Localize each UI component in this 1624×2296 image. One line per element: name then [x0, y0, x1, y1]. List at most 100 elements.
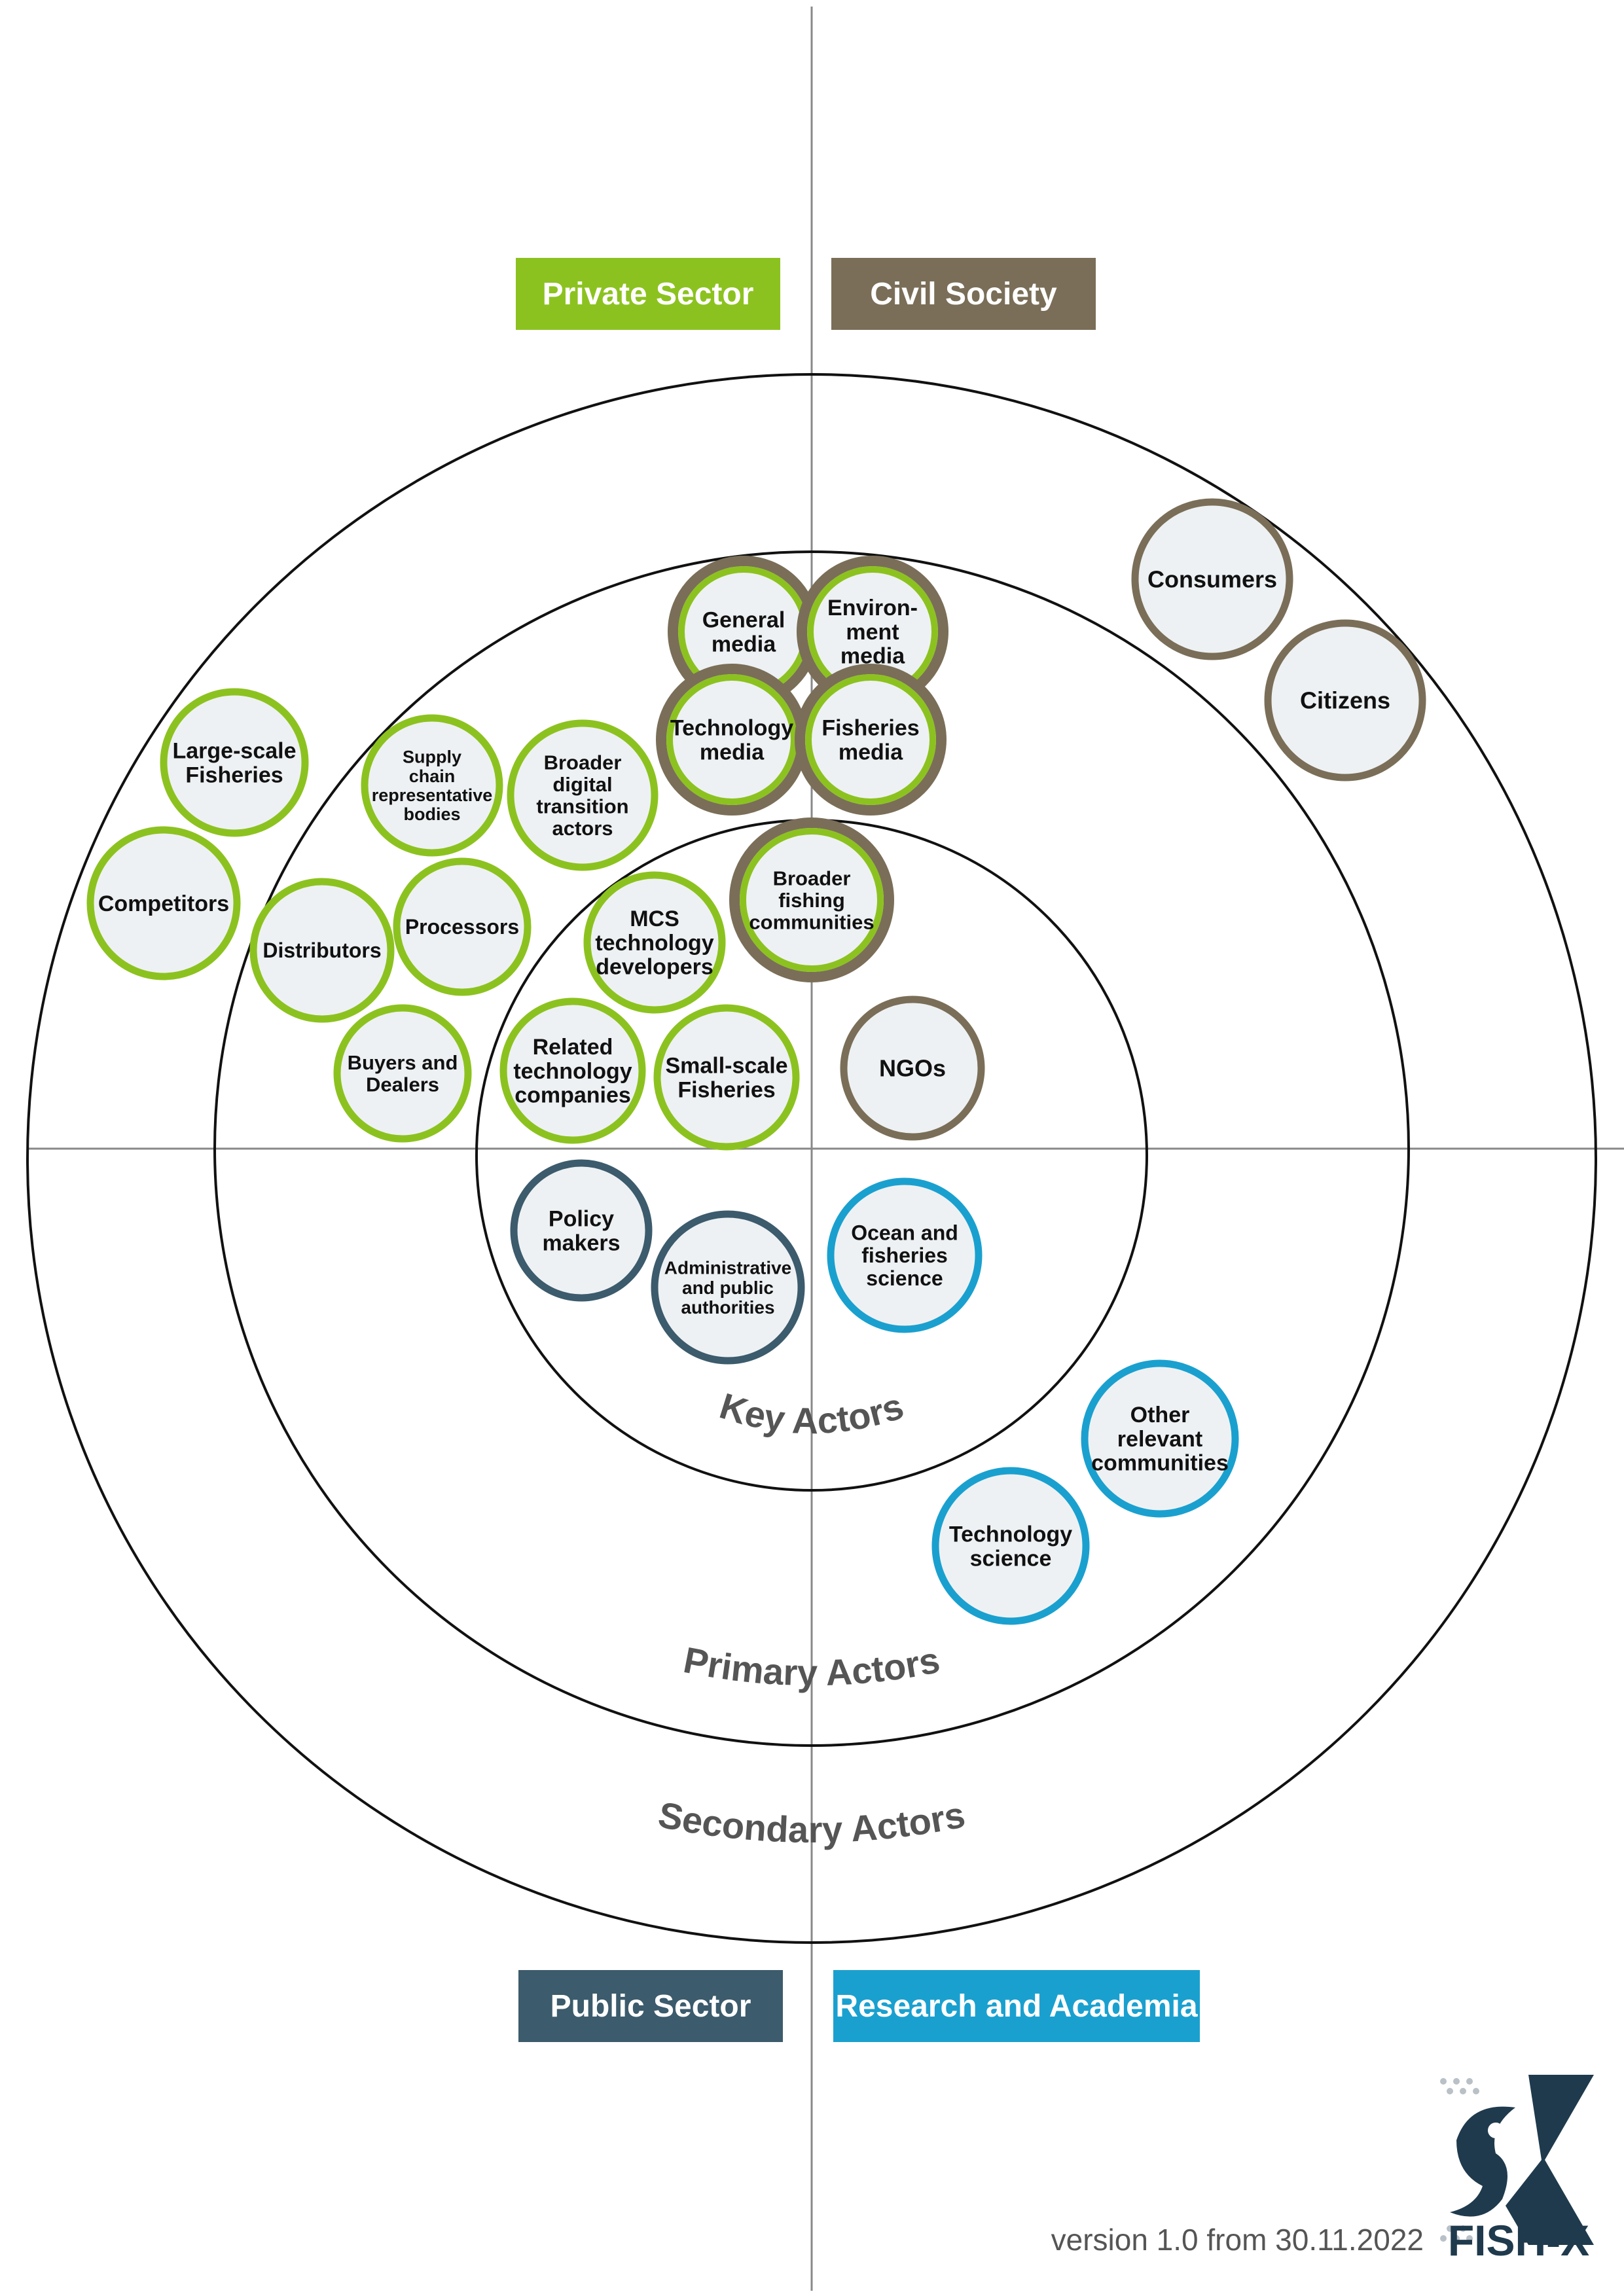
actor-node-label-line: actors — [552, 817, 613, 840]
actor-node-ring — [805, 674, 936, 805]
actor-node-label-line: Consumers — [1147, 566, 1277, 593]
actor-node-label-line: Environ- — [827, 596, 918, 620]
actor-node-ring — [333, 1004, 472, 1143]
actor-node-label: Processors — [405, 915, 519, 939]
actor-node-label-line: communities — [1091, 1451, 1229, 1476]
actor-node-label-line: media — [712, 632, 776, 656]
actor-node-competitors: Competitors — [86, 826, 241, 980]
actor-node-label-line: Broader — [544, 751, 622, 774]
actor-node-label-line: transition — [536, 795, 628, 818]
actor-node-label-line: Technology — [670, 716, 793, 741]
actor-node-ring — [86, 826, 241, 980]
actor-node-label-line: makers — [542, 1230, 620, 1255]
actor-node-ring — [666, 674, 797, 805]
actor-node-ring — [1264, 619, 1426, 781]
actor-node-label-line: media — [839, 740, 903, 764]
ring-primary — [213, 550, 1410, 1747]
fish-x-logo-icon — [1440, 2075, 1594, 2245]
actor-node-label-line: NGOs — [879, 1055, 946, 1082]
actor-node-label-line: fishing — [778, 889, 845, 912]
actor-node-label-line: Policy — [549, 1207, 614, 1232]
actor-node-label-line: ment — [846, 620, 899, 645]
actor-node-label-line: technology — [595, 931, 713, 956]
actor-node-ring — [393, 857, 532, 996]
actor-node-ring — [740, 828, 884, 972]
sector-civil: Civil Society — [831, 258, 1096, 330]
actor-node-label-line: Processors — [405, 915, 519, 939]
actor-node-consumers: Consumers — [1131, 498, 1293, 660]
actor-node-label-line: authorities — [681, 1297, 774, 1318]
actor-node-label-line: Fisheries — [185, 762, 283, 787]
sector-public: Public Sector — [518, 1970, 783, 2042]
actor-node-ring — [499, 997, 646, 1144]
actor-node-label-line: Dealers — [366, 1073, 439, 1096]
actor-node-label-line: Broader — [773, 867, 851, 889]
sector-private: Private Sector — [516, 258, 780, 330]
actor-node-ring — [583, 871, 726, 1014]
version-text: version 1.0 from 30.11.2022 — [1051, 2223, 1424, 2257]
actor-node-label-line: developers — [596, 955, 713, 980]
actor-node-label-line: Small-scale — [665, 1054, 787, 1079]
actor-node-label-line: Other — [1130, 1403, 1190, 1427]
actor-node-citizens: Citizens — [1264, 619, 1426, 781]
actor-node-label: Competitors — [98, 891, 229, 916]
actor-node-ring — [827, 1177, 983, 1333]
sector-research: Research and Academia — [833, 1970, 1200, 2042]
actor-node-label-line: and public — [682, 1278, 774, 1298]
actor-node-label-line: Large-scale — [173, 739, 297, 764]
actor-node-ring — [249, 878, 395, 1023]
actor-node-processors: Processors — [393, 857, 532, 996]
actor-node-label-line: MCS — [630, 906, 679, 931]
actor-node-label-line: science — [866, 1266, 943, 1290]
actor-node-label-line: Supply — [403, 747, 461, 767]
actor-node-label-line: General — [702, 608, 785, 633]
actor-node-label-line: media — [700, 740, 765, 764]
actor-node-label-line: Citizens — [1300, 687, 1390, 714]
ring-secondary — [26, 373, 1597, 1944]
actor-node-label-line: Fisheries — [677, 1077, 775, 1102]
actor-node-label-line: Related — [533, 1035, 613, 1060]
actor-node-label-line: Ocean and — [851, 1221, 958, 1245]
actor-node-label-line: science — [970, 1546, 1052, 1571]
fish-x-logo-text: FISH-X — [1447, 2216, 1590, 2265]
actor-node-label: Distributors — [262, 939, 381, 962]
actor-node-ring — [840, 996, 985, 1141]
actor-node-ring — [361, 714, 503, 857]
actor-node-label: Citizens — [1300, 687, 1390, 714]
actor-node-label-line: Buyers and — [348, 1051, 458, 1074]
actor-node-label-line: Technology — [949, 1522, 1072, 1547]
actor-node-label: NGOs — [879, 1055, 946, 1082]
actor-node-label-line: companies — [514, 1083, 631, 1108]
actor-node-ring — [651, 1210, 805, 1365]
actor-node-label-line: Administrative — [664, 1258, 792, 1278]
actor-node-ring — [931, 1467, 1090, 1625]
actor-node-ring — [1081, 1359, 1239, 1518]
